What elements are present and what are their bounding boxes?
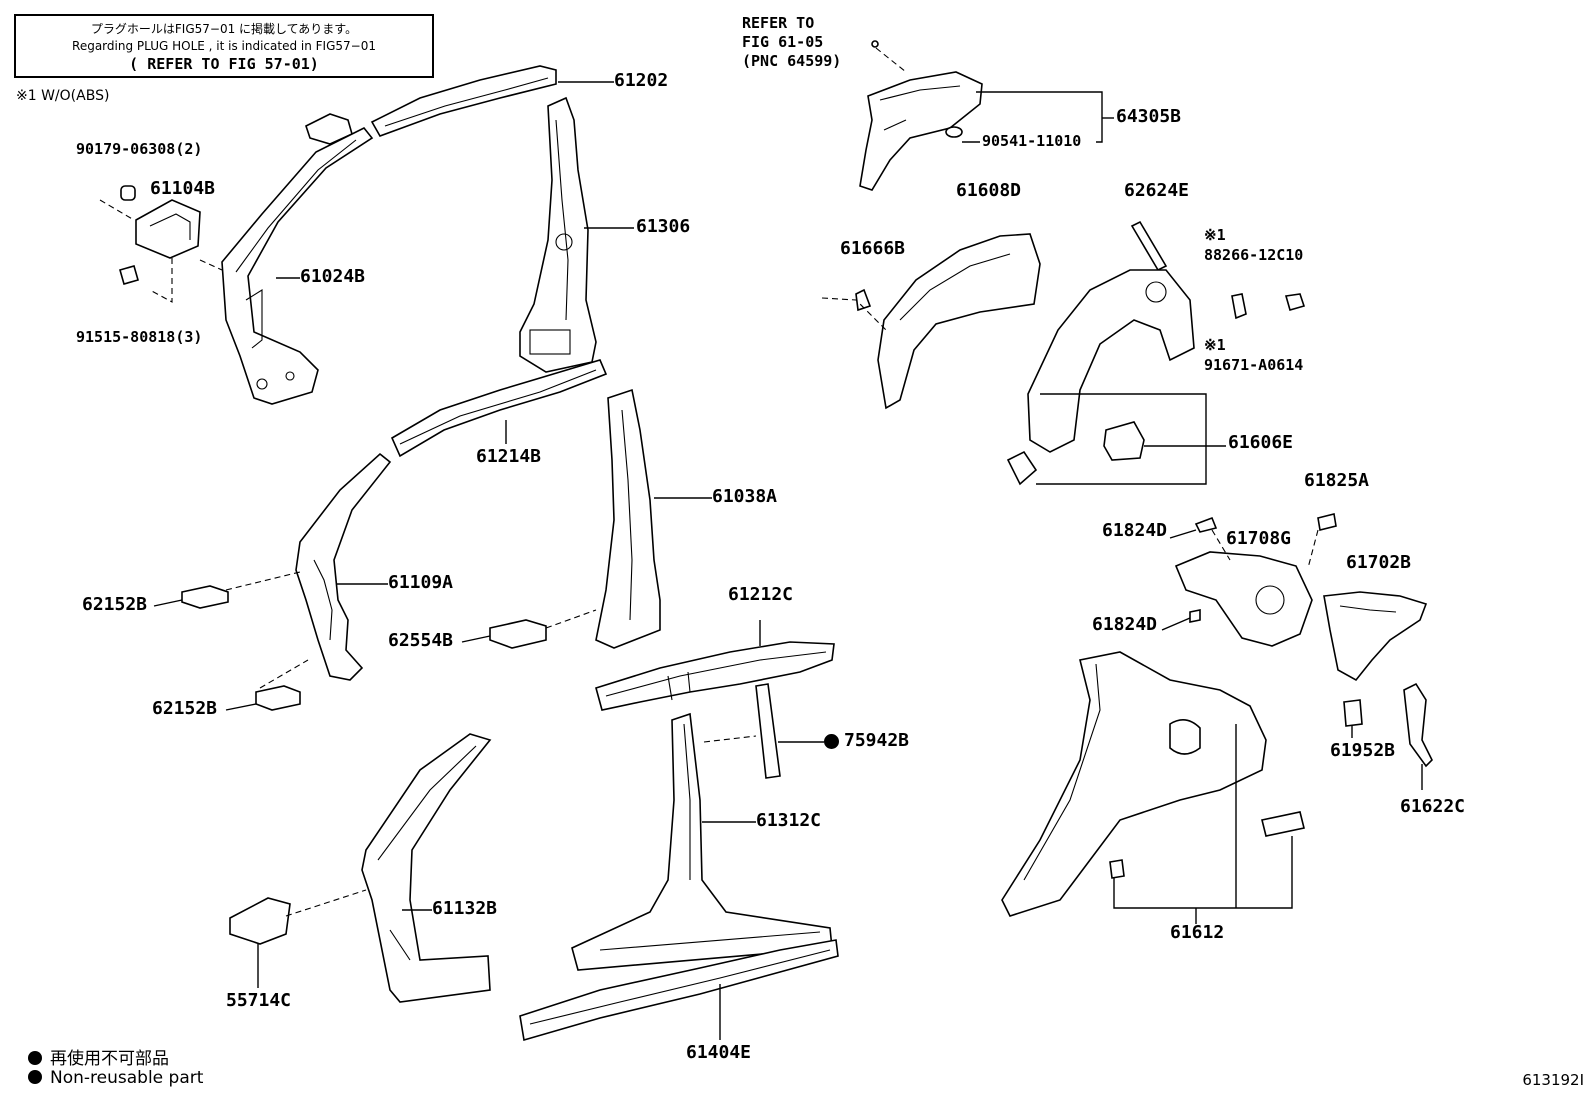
callout-61622C[interactable]: 61622C <box>1400 796 1466 817</box>
plug-hole-note-box: プラグホールはFIG57−01 に掲載してあります。 Regarding PLU… <box>14 14 434 78</box>
small-block-shape <box>1343 699 1363 727</box>
leader-lines <box>153 81 1423 1040</box>
callout-90179-06308[interactable]: 90179-06308(2) <box>76 140 203 158</box>
callout-61404E[interactable]: 61404E <box>686 1042 752 1063</box>
callout-61825A[interactable]: 61825A <box>1304 470 1370 491</box>
refer-to-label: REFER TO <box>742 14 815 32</box>
legend-jp-label: 再使用不可部品 <box>50 1049 169 1069</box>
callout-61702B[interactable]: 61702B <box>1346 552 1412 573</box>
sensor-bolt-shape <box>1284 293 1306 311</box>
quarter-trim-shape <box>1261 811 1305 837</box>
callout-88266-mark: ※1 <box>1204 226 1226 244</box>
non-reusable-dot <box>824 734 839 749</box>
pad-shape-2 <box>255 685 301 711</box>
pad-shape-3 <box>489 619 547 649</box>
wheel-house-inner-shape <box>877 233 1041 410</box>
rocker-panel-shape <box>519 939 839 1042</box>
wheel-house-bracket-shape <box>859 71 983 191</box>
callout-64305B[interactable]: 64305B <box>1116 106 1182 127</box>
legend-en: Non-reusable part <box>28 1068 203 1088</box>
callout-61312C[interactable]: 61312C <box>756 810 822 831</box>
abs-condition-note: ※1 W/O(ABS) <box>16 88 110 104</box>
callout-61104B[interactable]: 61104B <box>150 178 216 199</box>
seal-strip-shape <box>1130 220 1168 272</box>
callout-61608D[interactable]: 61608D <box>956 180 1022 201</box>
quarter-panel-shape <box>1001 651 1267 917</box>
center-pillar-lower-shape <box>571 712 833 971</box>
callout-62152B-1[interactable]: 62152B <box>82 594 148 615</box>
small-plug-shape <box>855 288 872 312</box>
front-pillar-lower-inner-shape <box>361 733 492 1003</box>
refer-to-note: REFER TO FIG 61-05 (PNC 64599) <box>742 14 841 71</box>
callout-61306[interactable]: 61306 <box>636 216 691 237</box>
callout-61708G[interactable]: 61708G <box>1226 528 1292 549</box>
callout-61606E[interactable]: 61606E <box>1228 432 1294 453</box>
pad-small-shape-2 <box>1189 609 1201 623</box>
callout-91671-mark: ※1 <box>1204 336 1226 354</box>
tape-shape <box>755 683 781 779</box>
callout-88266-12C10[interactable]: 88266-12C10 <box>1204 246 1304 264</box>
refer-fig-label: FIG 61-05 <box>742 33 824 51</box>
front-pillar-outer-shape <box>221 126 374 405</box>
quarter-inner-panel-shape <box>1174 551 1313 647</box>
legend-dot-icon <box>28 1070 42 1084</box>
refer-fig-note: ( REFER TO FIG 57-01) <box>129 55 319 73</box>
pad-shape-1 <box>181 585 229 609</box>
legend-jp: 再使用不可部品 <box>28 1044 169 1069</box>
roof-reinforcement-shape <box>595 641 835 711</box>
callout-61666B[interactable]: 61666B <box>840 238 906 259</box>
grommet-shape <box>945 126 963 138</box>
callout-62554B[interactable]: 62554B <box>388 630 454 651</box>
sensor-bracket-shape <box>1231 293 1247 320</box>
callout-62152B-2[interactable]: 62152B <box>152 698 218 719</box>
callout-61038A[interactable]: 61038A <box>712 486 778 507</box>
callout-61202[interactable]: 61202 <box>614 70 669 91</box>
callout-62624E[interactable]: 62624E <box>1124 180 1190 201</box>
brace-bracket-shape <box>1103 421 1145 461</box>
corner-bracket-shape <box>1006 450 1038 486</box>
quarter-bracket-shape <box>1323 591 1428 682</box>
pad-small-shape-1 <box>1194 516 1218 533</box>
callout-90541-11010[interactable]: 90541-11010 <box>982 132 1082 150</box>
callout-61214B[interactable]: 61214B <box>476 446 542 467</box>
bolt-shape <box>119 265 139 285</box>
fuel-lid-opening-shape <box>1169 719 1201 755</box>
hinge-bracket-shape <box>135 199 201 259</box>
extension-bracket-shape <box>1403 682 1433 768</box>
clip-shape <box>120 185 136 201</box>
legend-en-label: Non-reusable part <box>50 1068 204 1088</box>
figure-id: 613192I <box>1522 1071 1584 1089</box>
callout-91515-80818[interactable]: 91515-80818(3) <box>76 328 203 346</box>
center-pillar-inner-shape <box>595 388 661 649</box>
roof-inner-rail-shape <box>390 359 608 458</box>
legend-dot-icon <box>28 1051 42 1065</box>
callout-61612[interactable]: 61612 <box>1170 922 1225 943</box>
callout-61824D-2[interactable]: 61824D <box>1092 614 1158 635</box>
plug-hole-note-jp: プラグホールはFIG57−01 に掲載してあります。 <box>90 22 358 36</box>
screw-shape <box>871 40 879 48</box>
callout-61824D-1[interactable]: 61824D <box>1102 520 1168 541</box>
lower-bracket-shape <box>229 897 291 945</box>
front-pillar-inner-shape <box>295 452 392 681</box>
callout-55714C[interactable]: 55714C <box>226 990 292 1011</box>
callout-61212C[interactable]: 61212C <box>728 584 794 605</box>
callout-61952B[interactable]: 61952B <box>1330 740 1396 761</box>
callout-61109A[interactable]: 61109A <box>388 572 454 593</box>
callout-61024B[interactable]: 61024B <box>300 266 366 287</box>
wheel-house-outer-shape <box>1027 269 1195 453</box>
refer-pnc-label: (PNC 64599) <box>742 52 842 70</box>
callout-75942B[interactable]: 75942B <box>844 730 910 751</box>
plug-hole-note-en: Regarding PLUG HOLE , it is indicated in… <box>72 39 376 53</box>
pad-small-shape-3 <box>1317 513 1337 531</box>
callout-61132B[interactable]: 61132B <box>432 898 498 919</box>
quarter-clip-shape <box>1109 859 1125 879</box>
center-pillar-outer-shape <box>519 96 597 373</box>
callout-91671-A0614[interactable]: 91671-A0614 <box>1204 356 1304 374</box>
